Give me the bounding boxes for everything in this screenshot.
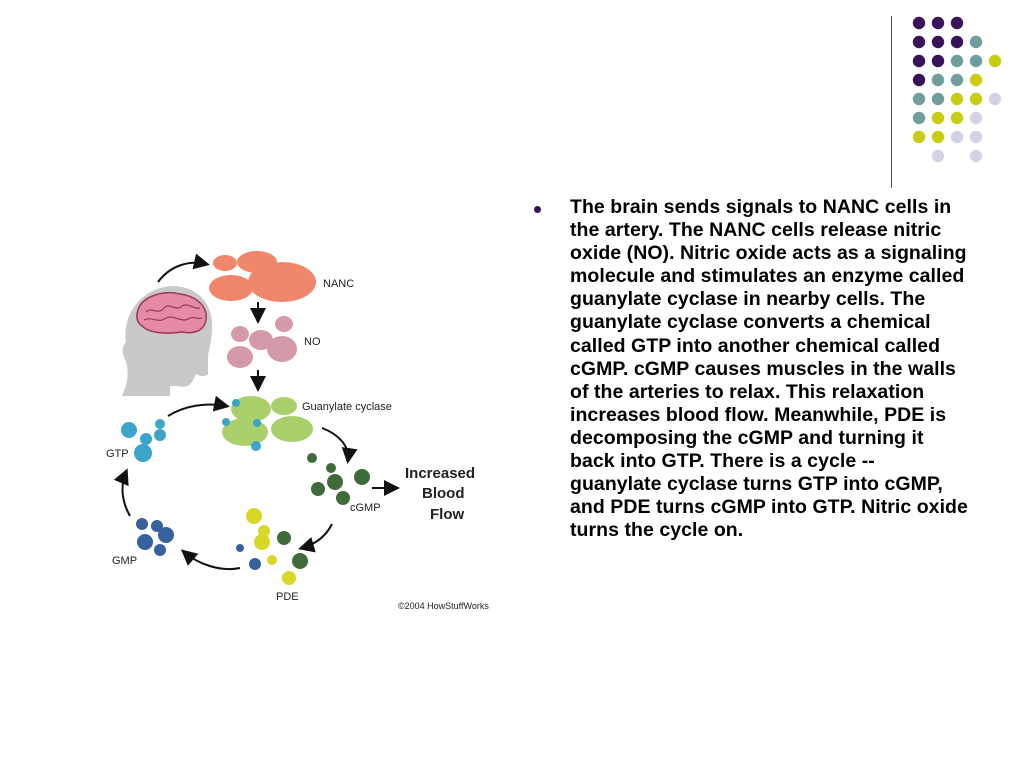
decorative-dot <box>931 73 945 87</box>
pde-molecules <box>236 508 308 585</box>
decorative-dot <box>912 111 926 125</box>
decorative-dot <box>931 35 945 49</box>
decorative-dot <box>950 130 964 144</box>
decorative-dot <box>931 130 945 144</box>
decorative-dot <box>950 92 964 106</box>
decorative-dot <box>931 111 945 125</box>
guanylate-cyclase-enzyme <box>222 396 313 451</box>
label-flow: Flow <box>430 506 464 523</box>
bullet-marker <box>534 206 541 213</box>
decorative-dot <box>912 54 926 68</box>
decorative-dot <box>950 16 964 30</box>
decorative-dot <box>931 54 945 68</box>
nitric-oxide-cycle-diagram: NANC NO Guanylate cyclase GTP <box>106 251 489 611</box>
decorative-dot <box>912 130 926 144</box>
bullet-list: The brain sends signals to NANC cells in… <box>528 196 968 542</box>
decorative-dot <box>931 149 945 163</box>
decorative-dot <box>988 54 1002 68</box>
label-gmp: GMP <box>112 555 137 567</box>
nanc-cells <box>209 251 316 302</box>
decorative-dot <box>969 92 983 106</box>
label-blood: Blood <box>422 485 465 502</box>
decorative-dot <box>950 35 964 49</box>
cgmp-molecules <box>307 453 370 505</box>
head-icon <box>122 286 213 396</box>
decorative-dot <box>969 111 983 125</box>
decorative-dot <box>969 35 983 49</box>
vertical-divider <box>891 16 892 188</box>
decorative-dot <box>912 73 926 87</box>
decorative-dot <box>950 111 964 125</box>
decorative-dot <box>912 16 926 30</box>
gtp-molecules <box>121 419 166 462</box>
label-gtp: GTP <box>106 448 129 460</box>
decorative-dot <box>931 92 945 106</box>
label-guanylate-cyclase: Guanylate cyclase <box>302 401 392 413</box>
decorative-dot <box>950 54 964 68</box>
brain-icon <box>136 292 207 334</box>
label-pde: PDE <box>276 591 299 603</box>
label-increased: Increased <box>405 465 475 482</box>
copyright-label: ©2004 HowStuffWorks <box>398 601 489 611</box>
decorative-dot <box>931 16 945 30</box>
decorative-dot <box>912 92 926 106</box>
gmp-molecules <box>136 518 174 556</box>
label-nanc: NANC <box>323 278 354 290</box>
decorative-dot <box>969 130 983 144</box>
decorative-dot <box>988 92 1002 106</box>
decorative-dot <box>969 54 983 68</box>
decorative-dot <box>950 73 964 87</box>
label-cgmp: cGMP <box>350 502 381 514</box>
label-no: NO <box>304 336 321 348</box>
decorative-dot <box>969 73 983 87</box>
no-molecules <box>227 316 297 368</box>
decorative-dot <box>969 149 983 163</box>
bullet-paragraph: The brain sends signals to NANC cells in… <box>570 196 968 542</box>
decorative-dot-grid <box>912 16 1002 163</box>
decorative-dot <box>912 35 926 49</box>
